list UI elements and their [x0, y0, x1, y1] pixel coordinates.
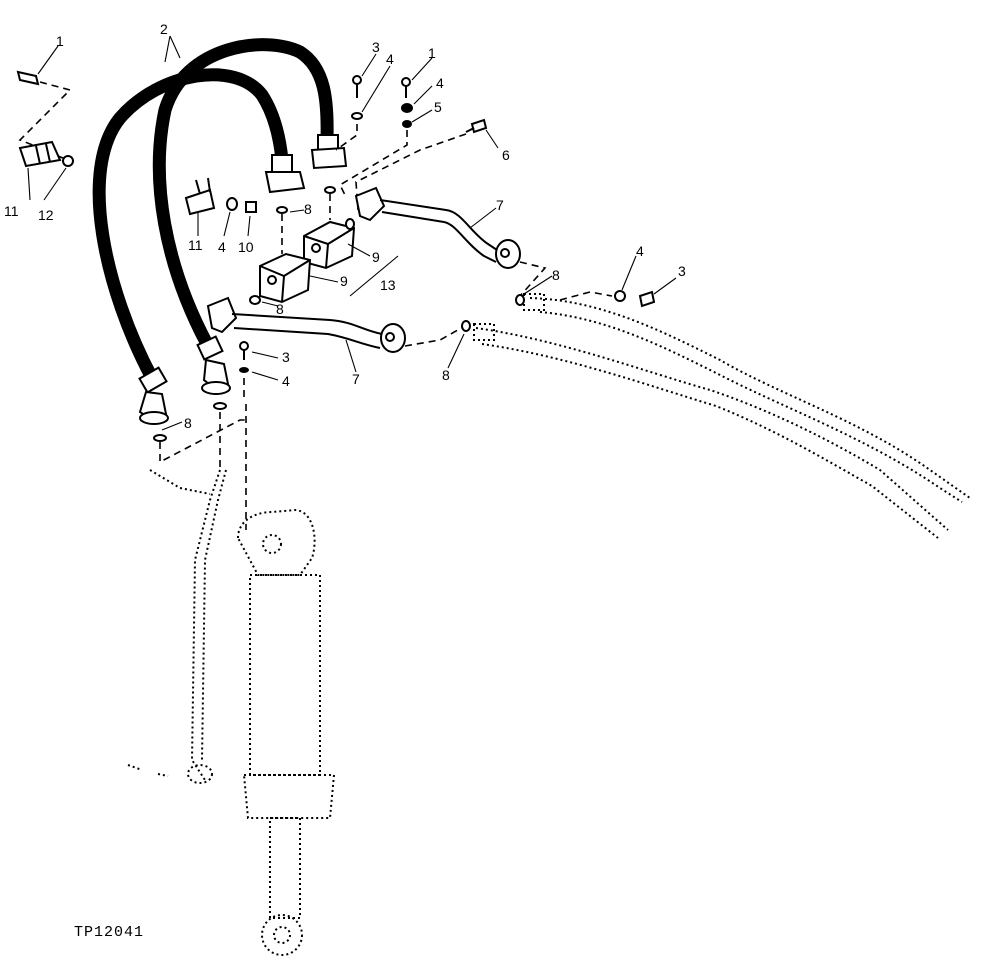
callout-1a: 1 — [56, 33, 64, 49]
hose-inner — [152, 38, 334, 351]
manifold-blocks — [249, 186, 356, 305]
callout-4a: 4 — [386, 51, 394, 67]
callout-4b: 4 — [436, 75, 444, 91]
callout-3c: 3 — [282, 349, 290, 365]
callout-5: 5 — [434, 99, 442, 115]
callout-4e: 4 — [282, 373, 290, 389]
assembly-lines — [153, 261, 547, 530]
callout-11a: 11 — [4, 203, 19, 219]
steel-tubes — [206, 186, 521, 353]
clamp-group-left — [16, 70, 74, 168]
callout-9b: 9 — [340, 273, 348, 289]
tube-7-upper-flange — [354, 186, 386, 222]
callouts: 1 2 3 4 1 4 5 6 7 8 9 9 13 8 11 12 11 4 … — [4, 21, 686, 431]
manifold-block-upper — [303, 220, 356, 270]
callout-4c: 4 — [636, 243, 644, 259]
callout-3b: 3 — [678, 263, 686, 279]
washer-4-center — [226, 197, 238, 211]
callout-11b: 11 — [188, 237, 203, 253]
clamp-11-center — [184, 188, 216, 216]
callout-12: 12 — [38, 207, 54, 223]
callout-8e: 8 — [184, 415, 192, 431]
nut-12 — [62, 155, 74, 167]
clamp-group-center — [184, 177, 257, 216]
callout-9a: 9 — [372, 249, 380, 265]
hose-outer — [92, 68, 289, 385]
callout-1b: 1 — [428, 45, 436, 61]
callout-6: 6 — [502, 147, 510, 163]
top-fasteners — [335, 75, 488, 211]
hose-end-fittings — [138, 134, 348, 425]
existing-cylinder-dotted — [127, 469, 336, 956]
callout-10: 10 — [238, 239, 254, 255]
callout-8b: 8 — [276, 301, 284, 317]
callout-7b: 7 — [352, 371, 360, 387]
callout-4d: 4 — [218, 239, 226, 255]
nut-10 — [245, 201, 257, 213]
manifold-block-lower — [259, 252, 312, 304]
tube-7-lower-flange — [206, 296, 238, 334]
callout-8d: 8 — [442, 367, 450, 383]
existing-lines-dotted — [473, 293, 971, 539]
hydraulic-hose-pair — [92, 38, 334, 385]
cap-screw-1 — [16, 70, 40, 86]
callout-2: 2 — [160, 21, 168, 37]
lower-fasteners — [239, 290, 656, 400]
callout-3a: 3 — [372, 39, 380, 55]
callout-7a: 7 — [496, 197, 504, 213]
callout-8a: 8 — [304, 201, 312, 217]
callout-13: 13 — [380, 277, 396, 293]
leader-lines — [27, 35, 677, 431]
callout-8c: 8 — [552, 267, 560, 283]
figure-id: TP12041 — [74, 924, 144, 941]
